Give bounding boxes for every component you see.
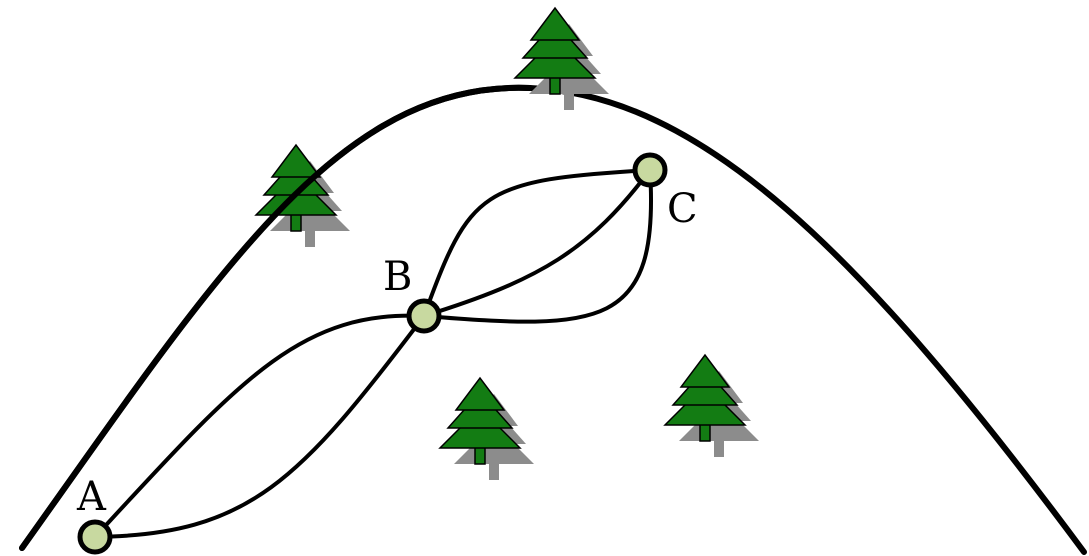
node-b — [406, 298, 442, 334]
edge-b-c-lower — [423, 169, 653, 324]
pine-tree-icon — [514, 7, 609, 110]
edge-b-c-middle — [423, 168, 652, 318]
edge-b-c-upper — [422, 168, 651, 317]
pine-tree-icon — [664, 354, 759, 457]
edge-a-b-upper — [93, 313, 425, 539]
node-b-label: B — [383, 254, 412, 300]
node-c — [632, 152, 668, 188]
pine-tree-icon — [439, 377, 534, 480]
node-a-label: A — [76, 474, 107, 520]
node-a — [77, 519, 113, 555]
hill-curve-overlay — [19, 84, 533, 551]
edge-a-b-lower — [94, 314, 426, 539]
node-c-label: C — [667, 186, 698, 232]
